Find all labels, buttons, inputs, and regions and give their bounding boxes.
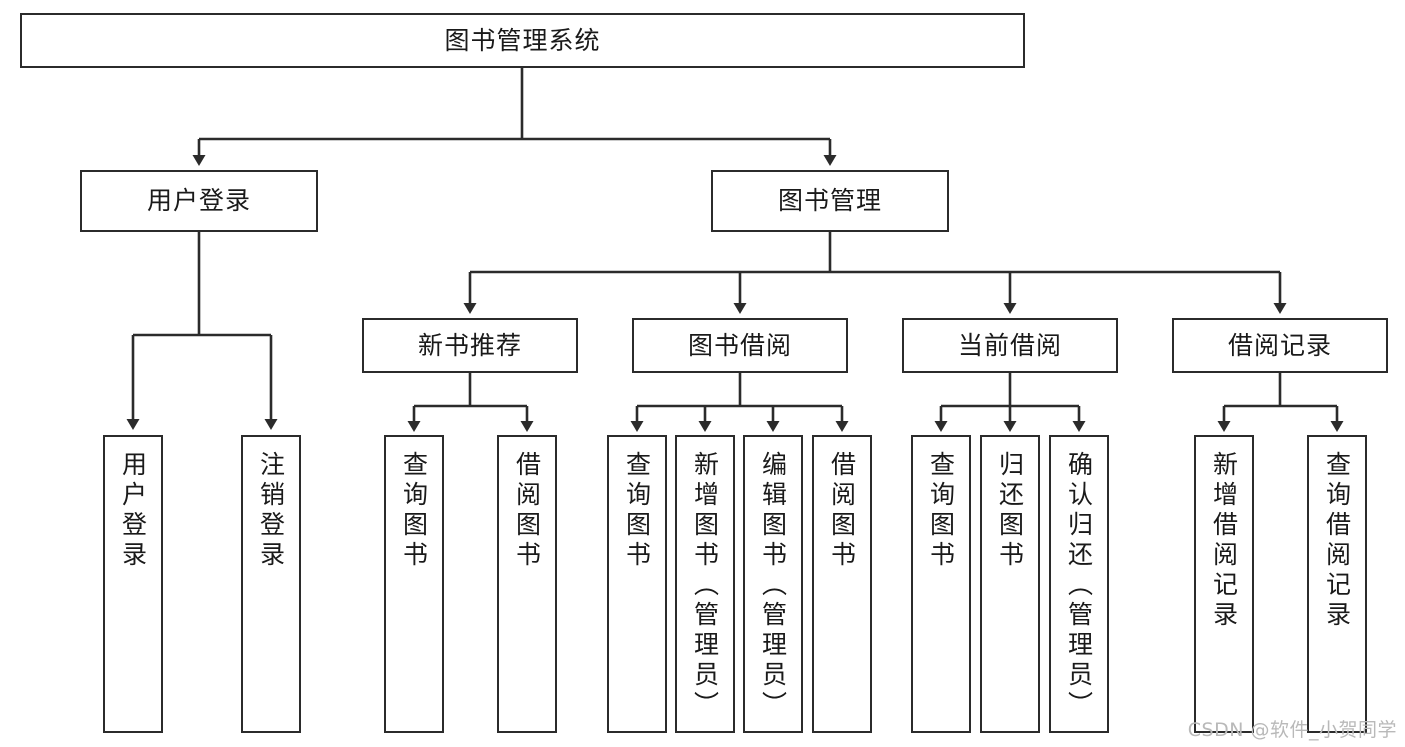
node-label: 借阅图书 <box>827 451 857 571</box>
node-label: 用户登录 <box>118 451 148 571</box>
node-leaf-query-record[interactable]: 查询借阅记录 <box>1307 435 1367 733</box>
node-label: 查询图书 <box>399 451 429 571</box>
node-leaf-query-book-borrow[interactable]: 查询图书 <box>607 435 667 733</box>
node-label: 新书推荐 <box>417 330 522 360</box>
node-user-login[interactable]: 用户登录 <box>80 170 318 232</box>
node-label: 查询图书 <box>622 451 652 571</box>
node-label: 新增图书（管理员） <box>690 451 720 721</box>
node-leaf-add-record[interactable]: 新增借阅记录 <box>1194 435 1254 733</box>
node-new-book-rec[interactable]: 新书推荐 <box>362 318 578 373</box>
node-label: 确认归还（管理员） <box>1064 451 1094 721</box>
node-leaf-edit-book[interactable]: 编辑图书（管理员） <box>743 435 803 733</box>
node-label: 图书管理 <box>777 186 882 216</box>
node-leaf-query-book-current[interactable]: 查询图书 <box>911 435 971 733</box>
node-leaf-borrow-book-new[interactable]: 借阅图书 <box>497 435 557 733</box>
node-label: 查询借阅记录 <box>1322 451 1352 631</box>
node-leaf-return-book[interactable]: 归还图书 <box>980 435 1040 733</box>
node-book-borrow[interactable]: 图书借阅 <box>632 318 848 373</box>
node-label: 编辑图书（管理员） <box>758 451 788 721</box>
node-label: 图书借阅 <box>687 330 792 360</box>
node-label: 查询图书 <box>926 451 956 571</box>
node-leaf-query-book-new[interactable]: 查询图书 <box>384 435 444 733</box>
node-leaf-add-book[interactable]: 新增图书（管理员） <box>675 435 735 733</box>
node-label: 注销登录 <box>256 451 286 571</box>
node-label: 当前借阅 <box>957 330 1062 360</box>
node-label: 归还图书 <box>995 451 1025 571</box>
node-borrow-record[interactable]: 借阅记录 <box>1172 318 1388 373</box>
node-label: 借阅记录 <box>1227 330 1332 360</box>
node-label: 借阅图书 <box>512 451 542 571</box>
node-leaf-user-logout[interactable]: 注销登录 <box>241 435 301 733</box>
node-current-borrow[interactable]: 当前借阅 <box>902 318 1118 373</box>
node-label: 用户登录 <box>146 186 251 216</box>
csdn-watermark: CSDN @软件_小贺同学 <box>1187 719 1397 741</box>
node-label: 新增借阅记录 <box>1209 451 1239 631</box>
node-leaf-user-login[interactable]: 用户登录 <box>103 435 163 733</box>
node-leaf-borrow-book[interactable]: 借阅图书 <box>812 435 872 733</box>
node-book-manage[interactable]: 图书管理 <box>711 170 949 232</box>
node-label: 图书管理系统 <box>444 25 601 55</box>
node-leaf-confirm-return[interactable]: 确认归还（管理员） <box>1049 435 1109 733</box>
node-root-system[interactable]: 图书管理系统 <box>20 13 1025 68</box>
